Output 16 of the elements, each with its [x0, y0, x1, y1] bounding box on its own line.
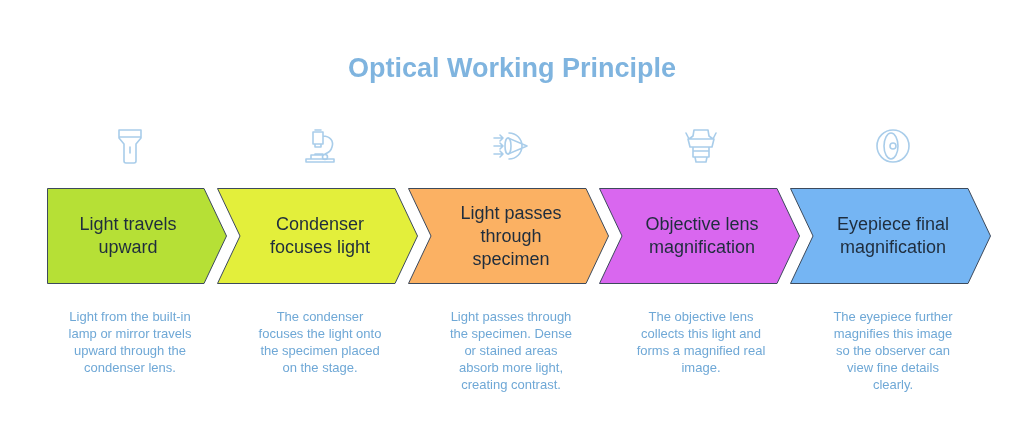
chevron-step [790, 188, 991, 284]
chevron-step [408, 188, 609, 284]
chevron-step [599, 188, 800, 284]
chevron-step [217, 188, 418, 284]
diagram-title: Optical Working Principle [347, 52, 677, 85]
step-label: Objective lens magnification [644, 213, 760, 259]
step-description: The objective lens collects this light and forms a magnified real image. [635, 308, 767, 376]
step-label: Light travels upward [78, 213, 178, 259]
step-description: Light passes through the specimen. Dense or stained areas absorb more light, creating contrast. [448, 308, 574, 393]
step-description: The condenser focuses the light onto the specimen placed on the stage. [257, 308, 383, 376]
step-label: Light passes through specimen [459, 201, 563, 271]
step-description: Light from the built-in lamp or mirror travels upward through the condenser lens. [67, 308, 193, 376]
step-label: Eyepiece final magnification [835, 213, 951, 259]
step-label: Condenser focuses light [268, 213, 372, 259]
step-description: The eyepiece further magnifies this image so the observer can view fine details clearly. [832, 308, 954, 393]
chevron-step [47, 188, 227, 284]
